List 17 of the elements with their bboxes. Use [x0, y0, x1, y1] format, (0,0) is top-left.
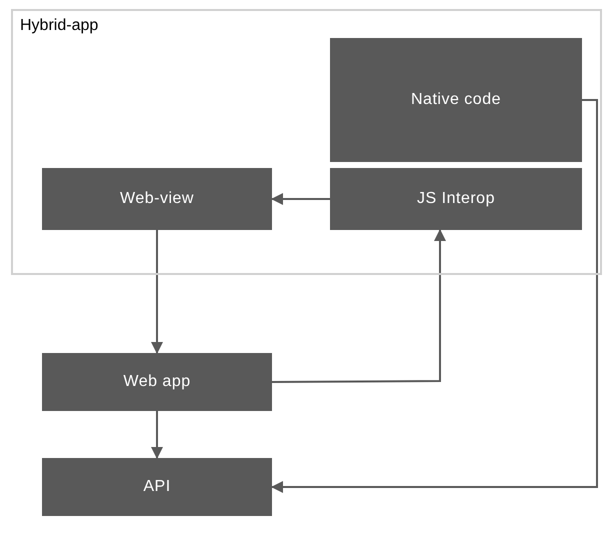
arrow	[151, 411, 163, 459]
process-box	[42, 168, 272, 230]
process-box	[42, 458, 272, 516]
box-label: Web-view	[120, 190, 194, 208]
arrow	[151, 230, 163, 354]
box-label: API	[143, 478, 171, 496]
process-box	[330, 168, 582, 230]
arrow	[271, 193, 330, 205]
box-label: JS Interop	[417, 190, 495, 208]
container-box	[11, 9, 602, 275]
arrow	[272, 229, 446, 383]
process-box	[330, 38, 582, 162]
box-label: Native code	[411, 91, 501, 109]
group-title: Hybrid-app	[20, 17, 98, 35]
box-label: Web app	[123, 373, 191, 391]
arrow	[271, 99, 598, 493]
process-box	[42, 353, 272, 411]
